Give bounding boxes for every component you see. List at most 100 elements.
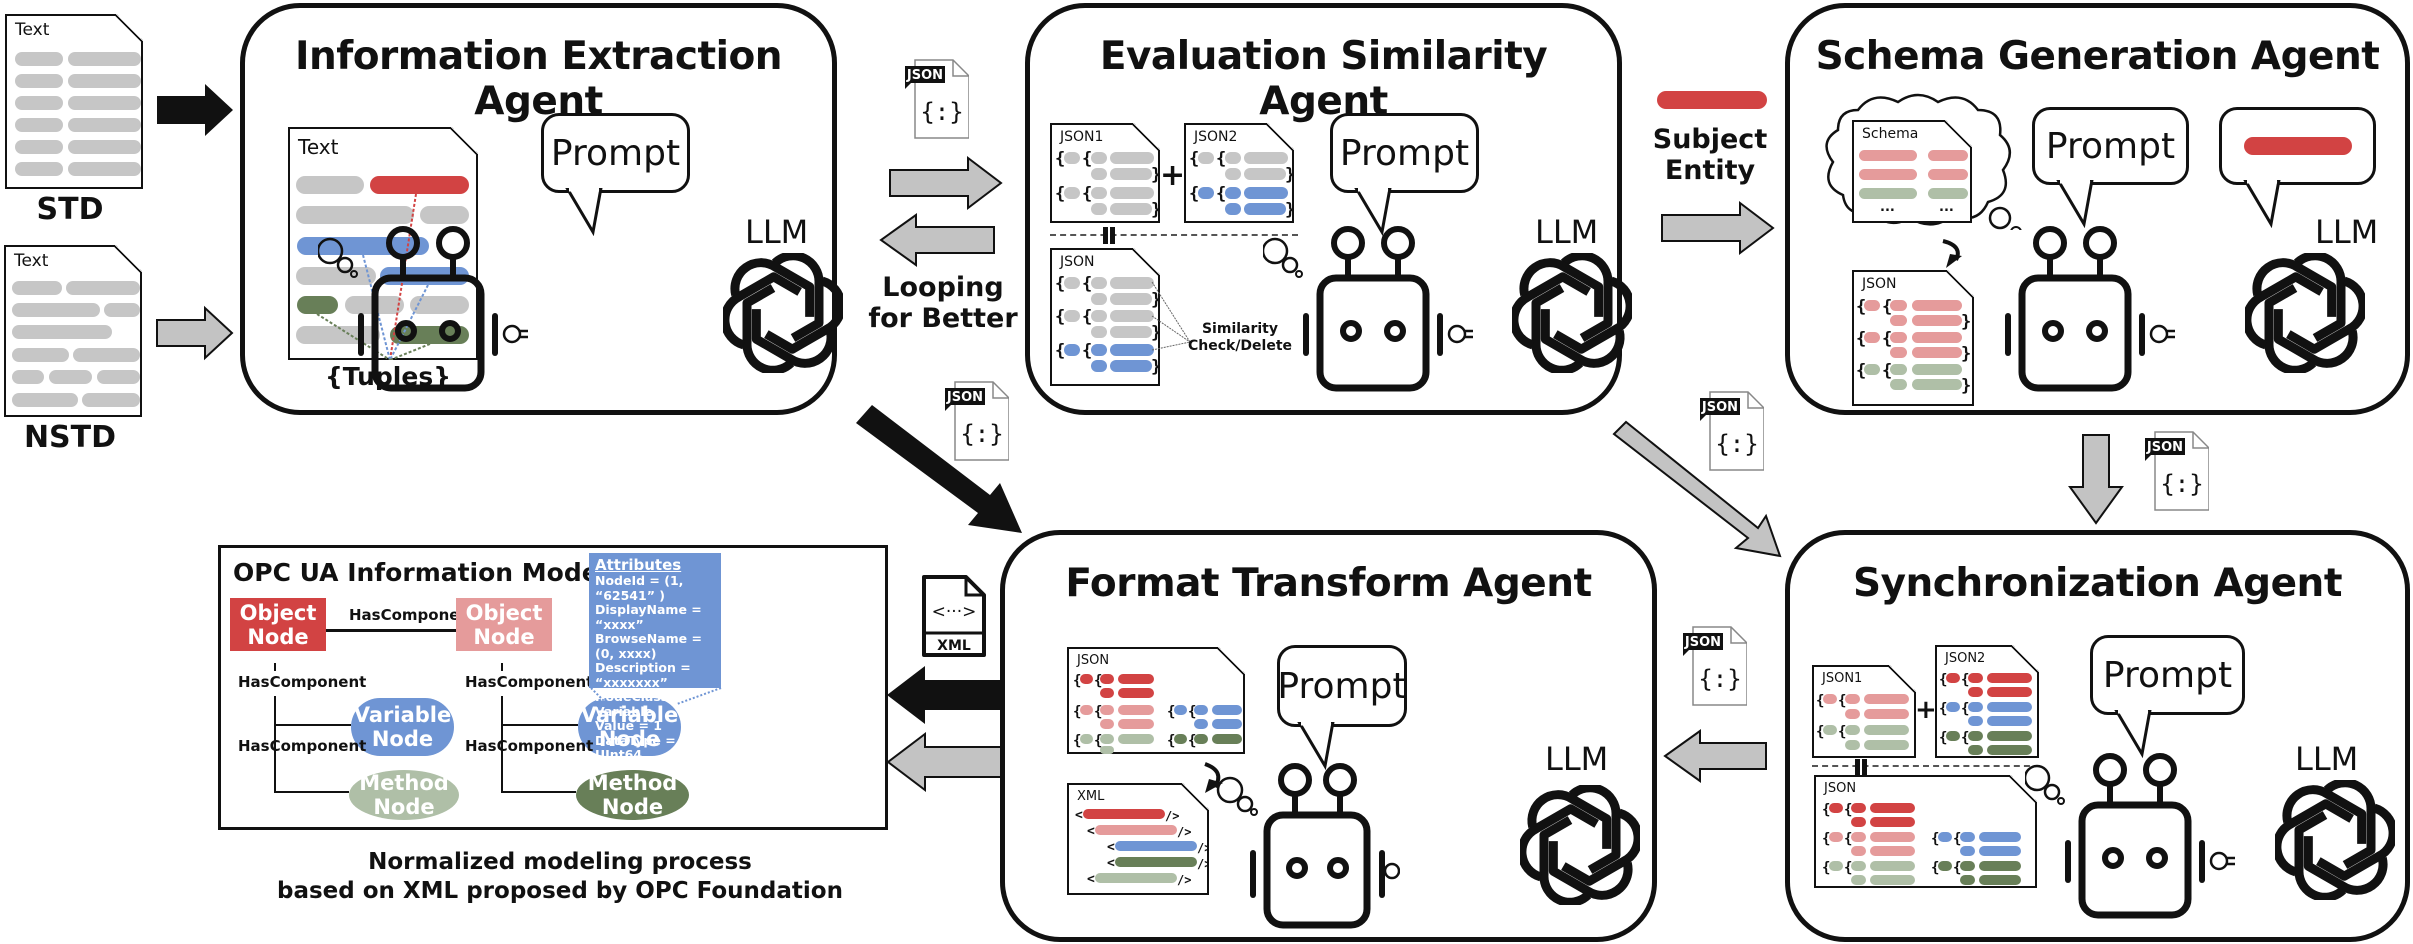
has-component-label: HasComponent xyxy=(465,673,594,691)
bubble-tail xyxy=(1297,722,1335,770)
prompt-bubble: Prompt xyxy=(1330,113,1479,193)
loop-back-arrow-icon xyxy=(879,213,995,267)
evaluation-similarity-agent-panel: Evaluation Similarity Agent JSON1 {{ } {… xyxy=(1025,3,1632,415)
prompt-text: Prompt xyxy=(550,132,681,174)
json2-document: JSON2 {{ {{ {{ xyxy=(1935,645,2039,758)
panel-title: Synchronization Agent xyxy=(1853,561,2342,606)
doc-label: JSON2 xyxy=(1945,651,1986,666)
json-file-icon: JSON {:} xyxy=(945,381,1009,461)
ie-to-format-arrow-icon xyxy=(856,405,1022,533)
sg-to-sync-arrow-icon xyxy=(2068,434,2124,525)
doc-label: JSON1 xyxy=(1060,129,1104,145)
prompt-text: Prompt xyxy=(2045,125,2176,167)
es-to-sync-arrow-icon xyxy=(1612,420,1782,558)
prompt-text: Prompt xyxy=(1339,132,1470,174)
std-caption: STD xyxy=(36,192,104,227)
svg-text:JSON: JSON xyxy=(1701,400,1738,415)
llm-logo-icon xyxy=(723,253,843,373)
schema-generation-agent-panel: Schema Generation Agent Schema ... ... J… xyxy=(1785,3,2410,415)
json-document: JSON {{ {{ {{ {{ {{ xyxy=(1067,647,1245,754)
svg-text:JSON: JSON xyxy=(1684,635,1721,650)
attribute-line: NodeId = (1, “62541” ) xyxy=(595,573,684,603)
svg-text:XML: XML xyxy=(937,638,971,654)
bubble-tail xyxy=(1354,188,1392,236)
plus-sign: + xyxy=(1160,158,1186,193)
attribute-line: BrowseName = (0, xxxx) xyxy=(595,631,702,661)
xml-document: XML </> </> </> </> </> xyxy=(1067,783,1209,895)
similarity-pointer-lines xyxy=(1151,281,1191,351)
json-file-icon: JSON {:} xyxy=(2145,431,2209,511)
svg-text:{:}: {:} xyxy=(1698,665,1741,693)
equals-sign xyxy=(1103,227,1115,244)
subject-entity-label: Subject Entity xyxy=(1652,124,1768,186)
panel-title: Evaluation Similarity Agent xyxy=(1099,34,1548,124)
svg-text:{:}: {:} xyxy=(960,420,1003,448)
panel-title: Information Extraction Agent xyxy=(294,34,783,124)
svg-text:JSON: JSON xyxy=(946,390,983,405)
json-file-icon: JSON {:} xyxy=(905,59,969,139)
prompt-bubble: Prompt xyxy=(541,113,690,193)
bubble-tail xyxy=(2056,180,2094,228)
opc-model-title: OPC UA Information Model xyxy=(233,558,608,587)
attribute-line: Value = 1 xyxy=(595,718,662,733)
subject-entity-pill xyxy=(1657,91,1767,109)
attribute-callout-lines xyxy=(590,687,722,705)
json1-document: JSON1 {{ {{ xyxy=(1812,665,1916,758)
llm-response-bubble xyxy=(2219,107,2376,185)
json-file-icon: JSON {:} xyxy=(1700,391,1764,471)
doc-label: Text xyxy=(298,135,339,159)
prompt-bubble: Prompt xyxy=(2090,635,2245,715)
ellipsis: ... xyxy=(1880,200,1895,215)
xml-output-arrow-icon xyxy=(887,666,1001,724)
robot-icon xyxy=(1263,226,1473,392)
llm-label: LLM xyxy=(2295,740,2359,778)
std-arrow-icon xyxy=(157,84,233,136)
svg-text:{:}: {:} xyxy=(920,98,963,126)
attribute-line: Description = “xxxxxxx” xyxy=(595,660,691,690)
plus-sign: + xyxy=(1915,695,1937,725)
doc-label: Text xyxy=(14,251,49,271)
doc-label: JSON xyxy=(1077,653,1110,668)
prompt-bubble: Prompt xyxy=(2032,107,2189,185)
robot-icon xyxy=(1216,763,1400,929)
svg-text:JSON: JSON xyxy=(906,68,943,83)
panel-title: Schema Generation Agent xyxy=(1815,34,2380,79)
doc-label: JSON xyxy=(1862,276,1897,292)
llm-logo-icon xyxy=(2275,780,2395,900)
json-file-icon: JSON {:} xyxy=(1683,626,1747,706)
json1-document: JSON1 {{ } {{ } xyxy=(1050,123,1160,223)
nstd-caption: NSTD xyxy=(23,420,117,455)
nstd-arrow-icon xyxy=(156,305,234,361)
forward-arrow-icon xyxy=(1661,200,1775,256)
attribute-line: DisplayName = “xxxx” xyxy=(595,602,702,632)
robot-icon xyxy=(2025,753,2235,919)
bubble-tail xyxy=(565,188,603,236)
equals-sign xyxy=(1855,759,1867,776)
nstd-document: Text xyxy=(4,245,142,417)
attributes-heading: Attributes xyxy=(595,556,682,574)
llm-label: LLM xyxy=(2315,213,2379,251)
has-component-label: HasComponent xyxy=(349,606,478,624)
prompt-bubble: Prompt xyxy=(1277,645,1407,727)
ellipsis: ... xyxy=(1939,200,1954,215)
format-to-opc-arrow-icon xyxy=(886,732,1002,792)
curved-arrow-icon xyxy=(1942,239,1962,268)
svg-text:JSON: JSON xyxy=(2146,440,2183,455)
format-transform-agent-panel: Format Transform Agent JSON {{ {{ {{ {{ … xyxy=(1000,530,1657,942)
llm-label: LLM xyxy=(745,213,809,251)
looping-label: Looping for Better xyxy=(868,272,1018,334)
json2-document: JSON2 {{ } {{ } xyxy=(1184,123,1294,223)
similarity-check-label: Similarity Check/Delete xyxy=(1187,321,1293,354)
svg-text:<···>: <···> xyxy=(932,602,977,622)
panel-title: Format Transform Agent xyxy=(1065,561,1592,606)
attribute-line: NodeClass = Variable xyxy=(595,689,684,719)
doc-label: JSON2 xyxy=(1194,129,1238,145)
bubble-tail xyxy=(2243,180,2281,228)
has-component-label: HasComponent xyxy=(238,737,367,755)
prompt-text: Prompt xyxy=(2102,654,2233,696)
attributes-panel: Attributes NodeId = (1, “62541” ) Displa… xyxy=(589,553,721,762)
